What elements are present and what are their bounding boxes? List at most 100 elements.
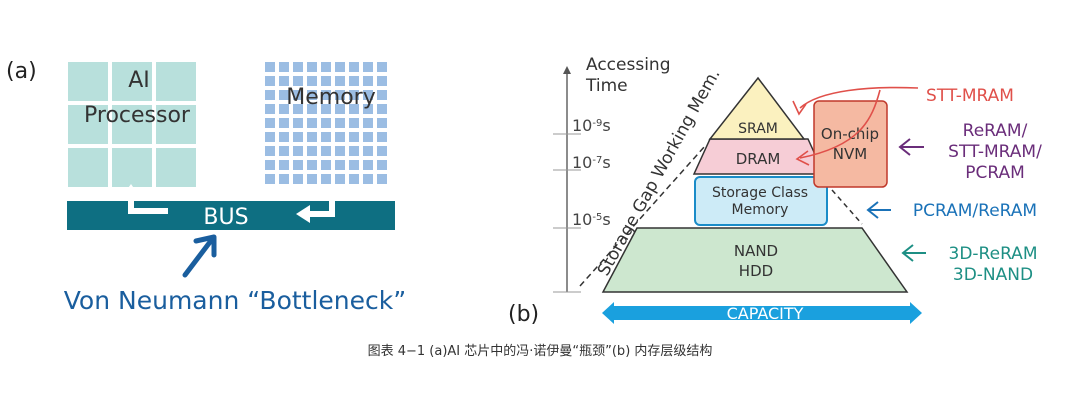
- memory-cell: [307, 62, 317, 72]
- tick-label-1e-7: 10-7s: [572, 153, 611, 172]
- memory-cell: [335, 174, 345, 184]
- memory-cell: [349, 174, 359, 184]
- memory-cell: [307, 174, 317, 184]
- three-d-arrow: [901, 244, 926, 262]
- processor-cell: [112, 62, 152, 101]
- storage-class-memory-level: [694, 176, 828, 226]
- capacity-label: CAPACITY: [727, 304, 804, 323]
- memory-cell: [265, 146, 275, 156]
- emerging-label-line3: PCRAM: [965, 163, 1025, 183]
- capacity-arrow: [602, 302, 922, 324]
- processor-cell: [112, 148, 152, 187]
- storage-gap-dashed-line: [579, 145, 706, 287]
- memory-cell: [321, 146, 331, 156]
- memory-cell: [321, 118, 331, 128]
- dram-label: DRAM: [736, 150, 781, 168]
- memory-cell: [349, 146, 359, 156]
- memory-cell: [293, 76, 303, 86]
- memory-cell: [363, 76, 373, 86]
- memory-cell: [307, 132, 317, 142]
- memory-cell: [293, 104, 303, 114]
- memory-cell: [377, 76, 387, 86]
- nand-label-line1: NAND: [734, 242, 778, 260]
- memory-cell: [265, 62, 275, 72]
- memory-cell: [335, 160, 345, 170]
- emerging-label-line1: ReRAM/: [963, 121, 1028, 141]
- memory-cell: [279, 62, 289, 72]
- scm-label-line1: Storage Class: [712, 185, 808, 201]
- memory-cell: [349, 90, 359, 100]
- memory-cell: [279, 146, 289, 156]
- memory-cell: [335, 90, 345, 100]
- memory-cell: [335, 104, 345, 114]
- memory-cell: [363, 174, 373, 184]
- memory-to-bus-arrow: [296, 186, 335, 223]
- onchip-label-line1: On-chip: [821, 125, 879, 143]
- memory-cell: [307, 104, 317, 114]
- memory-cell: [265, 132, 275, 142]
- memory-cell: [349, 104, 359, 114]
- accessing-time-line1: Accessing: [586, 55, 671, 75]
- memory-cell: [349, 160, 359, 170]
- panel-a-label: (a): [6, 59, 37, 84]
- stt-mram-arrow: [792, 86, 919, 166]
- memory-cell: [307, 146, 317, 156]
- memory-cell: [363, 90, 373, 100]
- tick-label-1e-9: 10-9s: [572, 116, 611, 135]
- processor-cell: [68, 105, 108, 144]
- memory-cell: [321, 132, 331, 142]
- three-d-label-line1: 3D-ReRAM: [949, 244, 1038, 264]
- sram-label: SRAM: [738, 121, 778, 137]
- memory-cell: [293, 118, 303, 128]
- memory-cell: [377, 132, 387, 142]
- scm-label-line2: Memory: [732, 202, 789, 218]
- memory-cell: [363, 104, 373, 114]
- memory-block: [265, 62, 387, 184]
- memory-cell: [377, 118, 387, 128]
- memory-cell: [363, 62, 373, 72]
- memory-cell: [265, 174, 275, 184]
- memory-cell: [335, 76, 345, 86]
- memory-cell: [377, 104, 387, 114]
- memory-cell: [307, 90, 317, 100]
- figure-caption: 图表 4−1 (a)AI 芯片中的冯·诺伊曼“瓶颈”(b) 内存层级结构: [367, 344, 713, 359]
- memory-cell: [377, 174, 387, 184]
- memory-cell: [293, 132, 303, 142]
- pcram-reram-arrow: [866, 201, 891, 219]
- processor-cell: [68, 148, 108, 187]
- memory-cell: [293, 174, 303, 184]
- memory-cell: [377, 90, 387, 100]
- memory-cell: [279, 118, 289, 128]
- memory-cell: [265, 118, 275, 128]
- memory-cell: [321, 174, 331, 184]
- memory-cell: [335, 146, 345, 156]
- memory-cell: [279, 90, 289, 100]
- memory-cell: [349, 76, 359, 86]
- processor-cell: [112, 105, 152, 144]
- memory-cell: [279, 104, 289, 114]
- memory-cell: [321, 62, 331, 72]
- memory-cell: [265, 160, 275, 170]
- memory-cell: [321, 90, 331, 100]
- memory-cell: [377, 160, 387, 170]
- bottleneck-arrow: [182, 234, 217, 278]
- three-d-label-line2: 3D-NAND: [953, 265, 1033, 285]
- memory-cell: [265, 90, 275, 100]
- memory-cell: [293, 160, 303, 170]
- memory-cell: [321, 76, 331, 86]
- processor-cell: [68, 62, 108, 101]
- memory-cell: [335, 62, 345, 72]
- processor-label-line2: Processor: [84, 103, 191, 128]
- memory-cell: [335, 118, 345, 128]
- memory-cell: [321, 160, 331, 170]
- memory-cell: [307, 76, 317, 86]
- processor-cell: [156, 105, 196, 144]
- onchip-nvm-box: [813, 100, 888, 188]
- tick-label-1e-5: 10-5s: [572, 210, 611, 229]
- memory-cell: [377, 62, 387, 72]
- memory-cell: [349, 62, 359, 72]
- panel-b-label: (b): [508, 302, 539, 327]
- memory-cell: [307, 160, 317, 170]
- memory-cell: [307, 118, 317, 128]
- emerging-label-line2: STT-MRAM/: [948, 142, 1042, 162]
